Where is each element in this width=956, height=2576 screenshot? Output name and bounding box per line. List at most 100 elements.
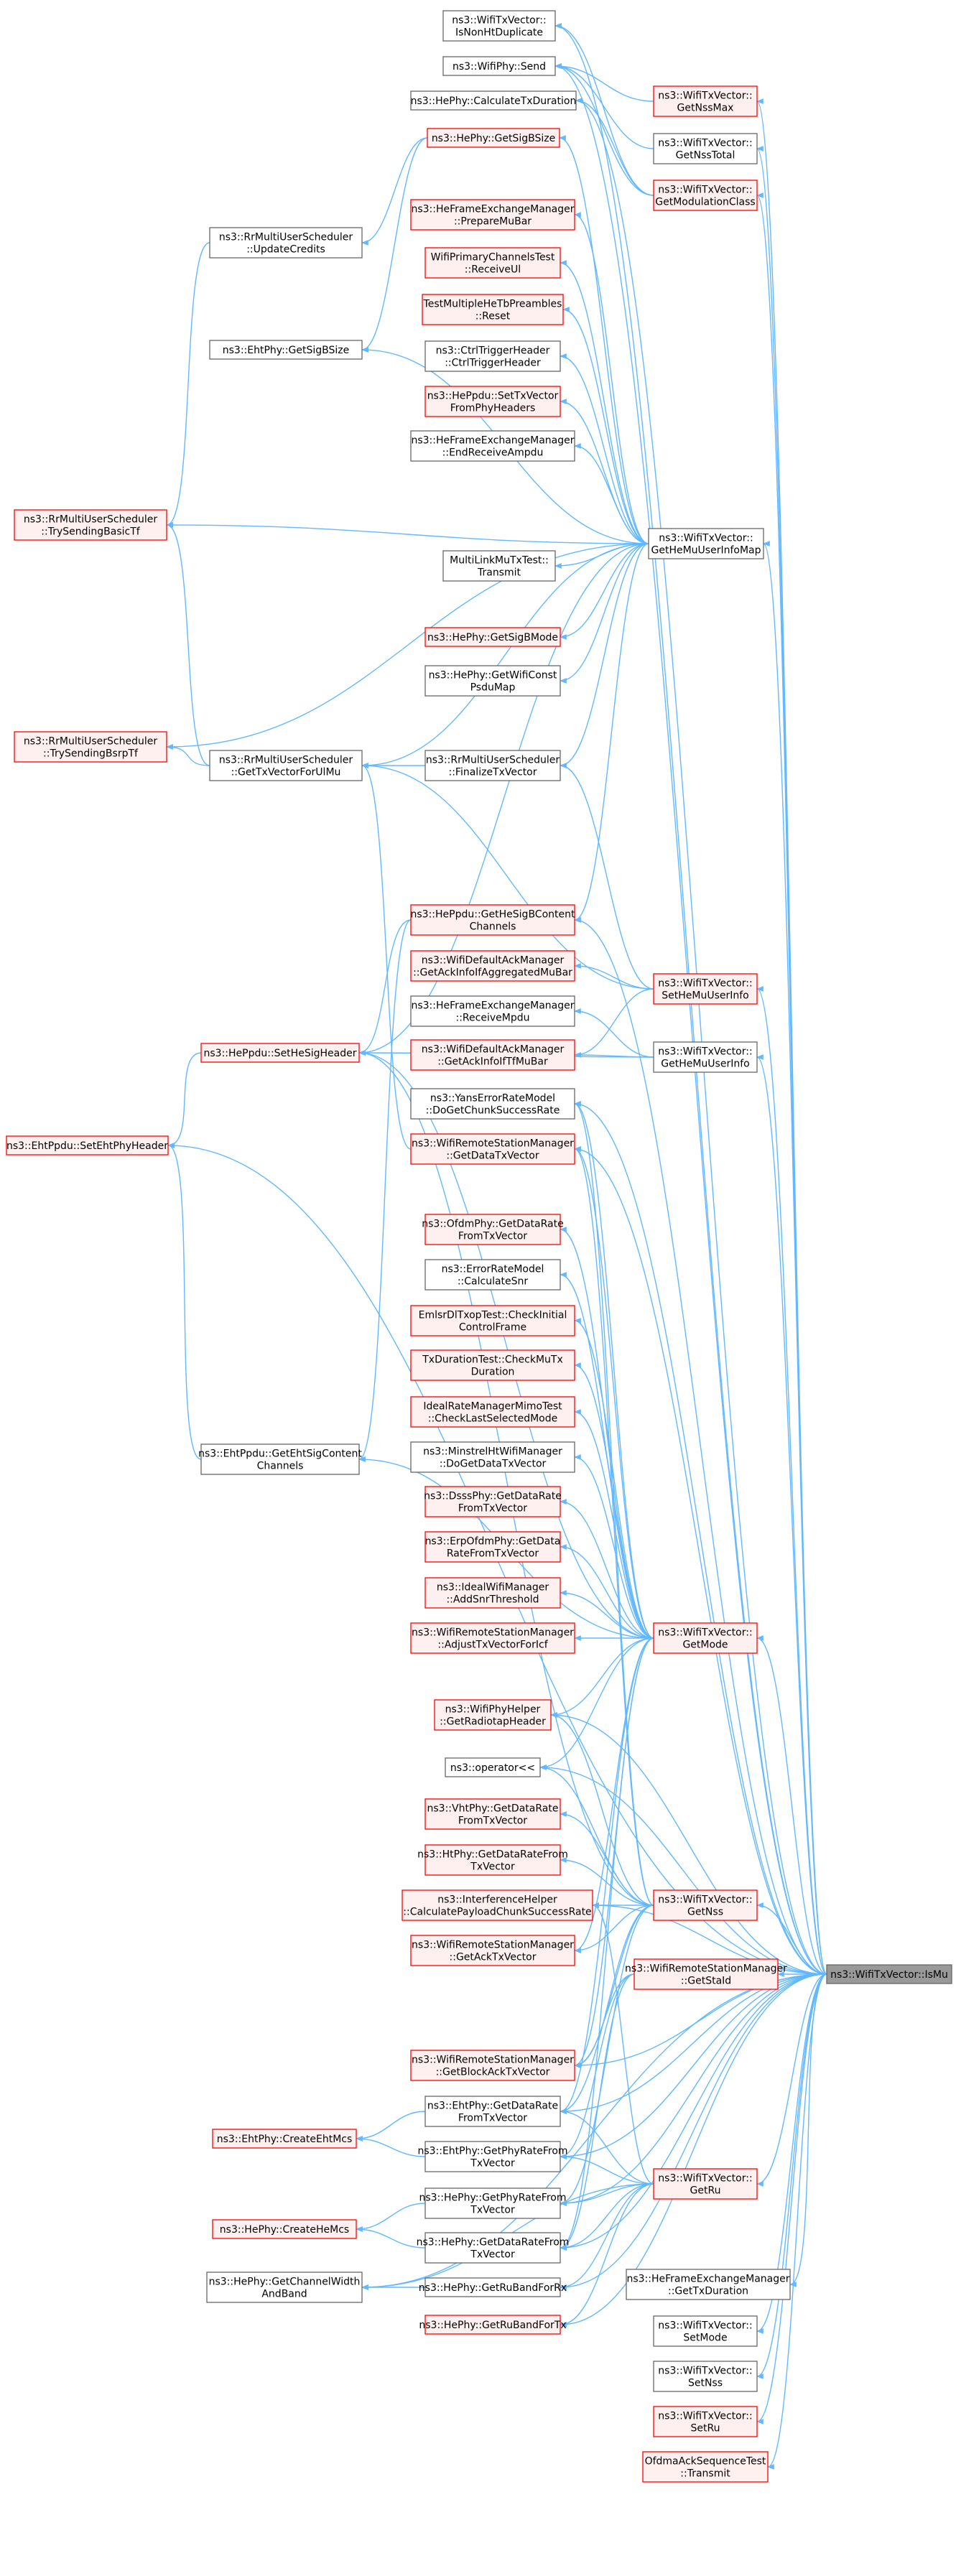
node-operator[interactable]: ns3::operator<< [445, 1757, 541, 1777]
node-gettxvecul[interactable]: ns3::RrMultiUserScheduler::GetTxVectorFo… [209, 750, 363, 781]
node-getacktx[interactable]: ns3::WifiRemoteStationManager::GetAckTxV… [410, 1935, 575, 1966]
node-getru[interactable]: ns3::WifiTxVector::GetRu [653, 2168, 758, 2200]
edge-getmode-to-radiotap [550, 1637, 654, 1718]
node-box [424, 1577, 561, 1609]
node-isnonht[interactable]: ns3::WifiTxVector::IsNonHtDuplicate [442, 10, 556, 42]
node-label: ::CalculatePayloadChunkSuccessRate [403, 1907, 591, 1918]
node-idealsnr[interactable]: ns3::IdealWifiManager::AddSnrThreshold [424, 1577, 561, 1609]
node-updatecredits[interactable]: ns3::RrMultiUserScheduler::UpdateCredits [209, 227, 363, 259]
node-receivempdu[interactable]: ns3::HeFrameExchangeManager::ReceiveMpdu [410, 995, 575, 1027]
node-createeht[interactable]: ns3::EhtPhy::CreateEhtMcs [212, 2129, 357, 2149]
node-label: ns3::WifiTxVector:: [658, 138, 752, 149]
node-mlmutx[interactable]: MultiLinkMuTxTest::Transmit [442, 550, 556, 582]
node-label: ::AddSnrThreshold [446, 1594, 539, 1606]
edge-ismu-to-setru [756, 1973, 827, 2424]
node-rubandrx[interactable]: ns3::HePhy::GetRuBandForRx [419, 2277, 567, 2297]
node-getsigbmode[interactable]: ns3::HePhy::GetSigBMode [424, 627, 561, 647]
node-ofdmaack[interactable]: OfdmaAckSequenceTest::Transmit [642, 2451, 769, 2483]
node-calcsnr[interactable]: ns3::ErrorRateModel::CalculateSnr [424, 1259, 561, 1291]
node-ehtgetsigbsize[interactable]: ns3::EhtPhy::GetSigBSize [209, 340, 363, 360]
node-label: ns3::WifiTxVector:: [658, 185, 752, 196]
edge-gettxvecul-to-trybsrp [166, 744, 210, 766]
node-setnss[interactable]: ns3::WifiTxVector::SetNss [653, 2361, 758, 2392]
edge-getheuserinfo-to-gethesigb [574, 543, 649, 923]
node-getackinfo[interactable]: ns3::WifiDefaultAckManager::GetAckInfoIf… [410, 950, 575, 982]
node-adjusttx[interactable]: ns3::WifiRemoteStationManager::AdjustTxV… [410, 1622, 575, 1654]
node-label: ::PrepareMuBar [454, 216, 532, 228]
node-box [410, 995, 575, 1027]
node-sethesig[interactable]: ns3::HePpdu::SetHeSigHeader [200, 1043, 360, 1063]
node-ismu[interactable]: ns3::WifiTxVector::IsMu [826, 1964, 952, 1984]
node-getnsstotal[interactable]: ns3::WifiTxVector::GetNssTotal [653, 133, 758, 164]
node-label: ::GetBlockAckTxVector [436, 2067, 550, 2078]
node-label: ns3::OfdmPhy::GetDataRate [422, 1219, 563, 1230]
node-endreceive[interactable]: ns3::HeFrameExchangeManager::EndReceiveA… [410, 430, 575, 462]
node-box [653, 180, 758, 211]
node-preparemubar[interactable]: ns3::HeFrameExchangeManager::PrepareMuBa… [410, 199, 575, 231]
node-receiveul[interactable]: WifiPrimaryChannelsTest::ReceiveUl [424, 247, 561, 279]
node-label: Channels [470, 921, 516, 933]
node-hegettxdur[interactable]: ns3::HeFrameExchangeManager::GetTxDurati… [626, 2269, 791, 2300]
node-box [424, 665, 561, 697]
node-box [410, 950, 575, 982]
node-getstaid[interactable]: ns3::WifiRemoteStationManager::GetStaId [625, 1958, 787, 1990]
node-getackinfotf[interactable]: ns3::WifiDefaultAckManager::GetAckInfoIf… [410, 1039, 575, 1071]
node-label: ns3::MinstrelHtWifiManager [423, 1446, 562, 1458]
node-idealmimo[interactable]: IdealRateManagerMimoTest::CheckLastSelec… [410, 1396, 575, 1428]
node-label: SetHeMuUserInfo [662, 990, 749, 1002]
node-getmodclass[interactable]: ns3::WifiTxVector::GetModulationClass [653, 180, 758, 211]
node-yanserr[interactable]: ns3::YansErrorRateModel::DoGetChunkSucce… [410, 1088, 575, 1120]
node-label: TxVector [470, 2205, 515, 2216]
node-getblockack[interactable]: ns3::WifiRemoteStationManager::GetBlockA… [410, 2050, 575, 2081]
node-label: SetMode [683, 2333, 727, 2344]
node-getnss[interactable]: ns3::WifiTxVector::GetNss [653, 1889, 758, 1921]
node-label: ns3::RrMultiUserScheduler [426, 755, 560, 766]
node-interf[interactable]: ns3::InterferenceHelper::CalculatePayloa… [402, 1889, 593, 1921]
node-getnssmax[interactable]: ns3::WifiTxVector::GetNssMax [653, 85, 758, 117]
edge-ismu-to-setmode [756, 1973, 827, 2334]
node-trybasic[interactable]: ns3::RrMultiUserScheduler::TrySendingBas… [14, 509, 167, 541]
node-getdatatx[interactable]: ns3::WifiRemoteStationManager::GetDataTx… [410, 1133, 575, 1165]
node-getmode[interactable]: ns3::WifiTxVector::GetMode [653, 1622, 758, 1654]
node-finalize[interactable]: ns3::RrMultiUserScheduler::FinalizeTxVec… [424, 750, 561, 781]
node-createhe[interactable]: ns3::HePhy::CreateHeMcs [212, 2219, 357, 2239]
node-label: ::GetAckTxVector [450, 1952, 537, 1963]
edge-getnss-to-getdatatx [574, 1146, 654, 1906]
node-calctxdur[interactable]: ns3::HePhy::CalculateTxDuration [410, 90, 577, 111]
node-setru[interactable]: ns3::WifiTxVector::SetRu [653, 2406, 758, 2437]
node-gethemuuser[interactable]: ns3::WifiTxVector::GetHeMuUserInfo [653, 1041, 758, 1073]
edge-getmode-to-erpofdm [560, 1544, 654, 1639]
node-radiotap[interactable]: ns3::WifiPhyHelper::GetRadiotapHeader [434, 1699, 552, 1731]
node-sethemuuser[interactable]: ns3::WifiTxVector::SetHeMuUserInfo [653, 973, 758, 1005]
node-wifiphysend[interactable]: ns3::WifiPhy::Send [442, 56, 556, 76]
edge-ismu-to-getnsstotal [756, 146, 827, 1975]
node-emlsr[interactable]: EmlsrDlTxopTest::CheckInitialControlFram… [410, 1305, 575, 1336]
node-hegetsigbsize[interactable]: ns3::HePhy::GetSigBSize [427, 128, 560, 148]
node-setmode[interactable]: ns3::WifiTxVector::SetMode [653, 2315, 758, 2347]
edge-getmode-to-hedr [560, 1637, 654, 2251]
node-ctrltrig[interactable]: ns3::CtrlTriggerHeader::CtrlTriggerHeade… [424, 340, 561, 372]
edge-sethemuuser-to-gettxvecul [361, 763, 654, 990]
node-setehtphy[interactable]: ns3::EhtPpdu::SetEhtPhyHeader [6, 1135, 169, 1156]
node-trybsrp[interactable]: ns3::RrMultiUserScheduler::TrySendingBsr… [14, 731, 167, 763]
node-tmhtp[interactable]: TestMultipleHeTbPreambles::Reset [422, 294, 564, 325]
node-minstrel[interactable]: ns3::MinstrelHtWifiManager::DoGetDataTxV… [410, 1441, 575, 1473]
node-box [424, 1531, 561, 1563]
node-getheuserinfo[interactable]: ns3::WifiTxVector::GetHeMuUserInfoMap [648, 528, 764, 559]
node-rubandtx[interactable]: ns3::HePhy::GetRuBandForTx [419, 2315, 567, 2335]
